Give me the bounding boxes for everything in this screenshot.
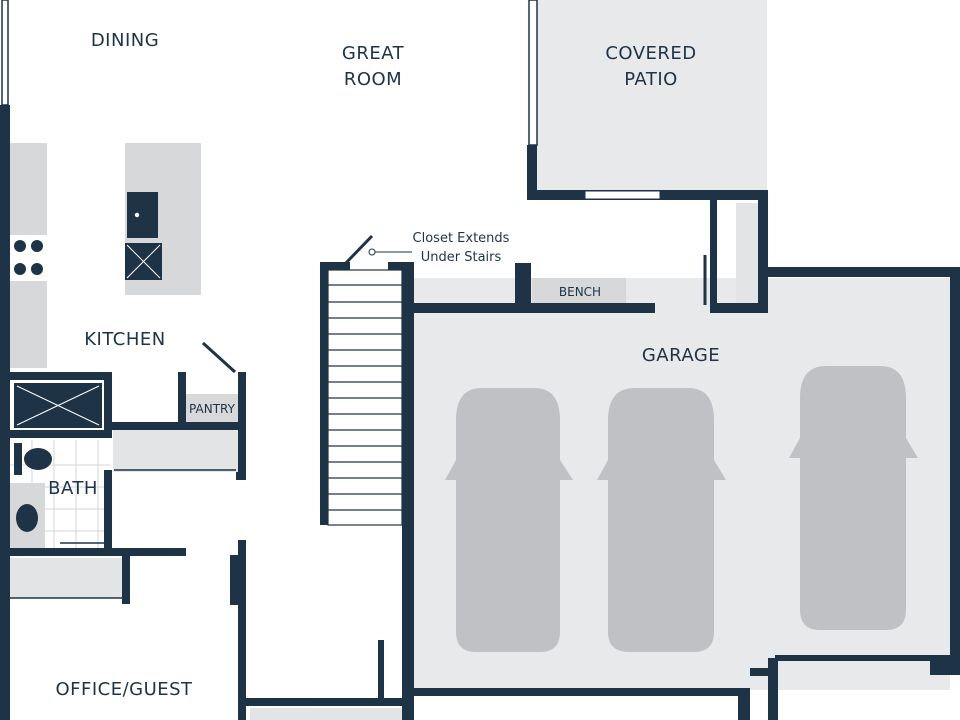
toilet-icon xyxy=(14,443,52,475)
cooktop-icon xyxy=(10,235,47,281)
room-label-bench: BENCH xyxy=(559,285,601,299)
car-icon xyxy=(445,388,573,652)
office-closet-shelf xyxy=(10,558,122,598)
closet-pointer xyxy=(368,248,412,256)
room-label-bath: BATH xyxy=(48,478,98,499)
staircase xyxy=(327,269,403,526)
sink-icon xyxy=(127,192,158,238)
room-label-covered-patio-2: PATIO xyxy=(624,69,678,90)
car-icon xyxy=(789,366,918,630)
doors xyxy=(201,210,715,374)
dishwasher-icon xyxy=(125,243,162,280)
bench-seat xyxy=(532,278,626,305)
shower-icon xyxy=(14,383,102,428)
car-icon xyxy=(597,388,726,652)
covered-patio-area xyxy=(537,0,767,190)
mudroom-locker xyxy=(736,203,758,303)
room-label-kitchen: KITCHEN xyxy=(84,329,166,350)
room-label-great-room-2: ROOM xyxy=(344,69,402,90)
room-label-covered-patio-1: COVERED xyxy=(605,43,696,64)
bath-sink-icon xyxy=(10,483,45,548)
pantry-shelf xyxy=(185,394,240,424)
room-label-great-room-1: GREAT xyxy=(342,43,405,64)
room-label-dining: DINING xyxy=(91,30,159,51)
room-label-pantry: PANTRY xyxy=(189,402,236,416)
room-label-garage: GARAGE xyxy=(642,345,720,366)
entry-landing xyxy=(250,708,410,720)
note-closet-line1: Closet Extends xyxy=(413,231,510,246)
room-label-office-guest: OFFICE/GUEST xyxy=(55,679,193,700)
hall-closet-shelf xyxy=(113,430,238,472)
note-closet-line2: Under Stairs xyxy=(421,250,502,265)
